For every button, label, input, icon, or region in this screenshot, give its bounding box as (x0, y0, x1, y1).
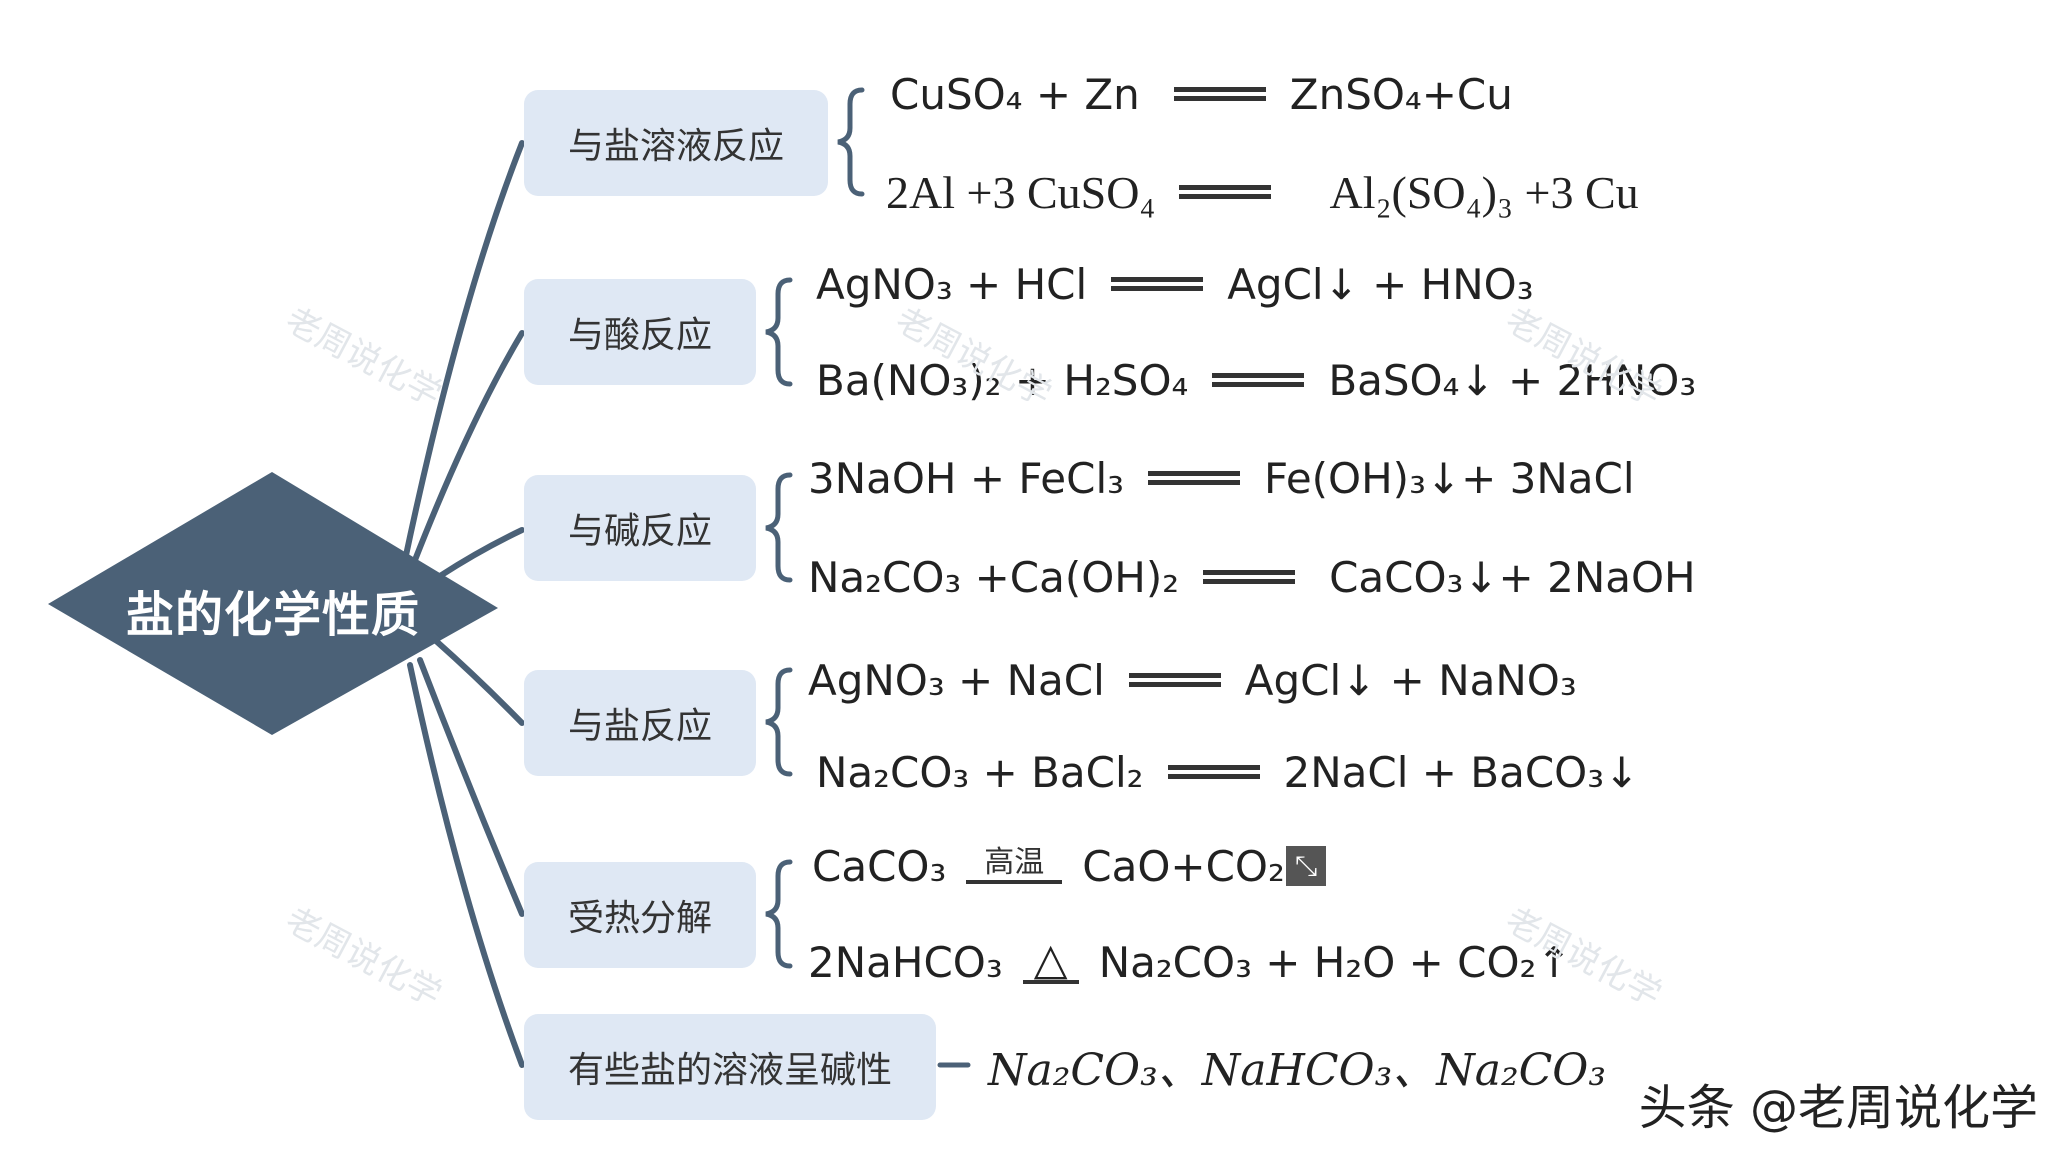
expand-icon[interactable]: ⤡ (1286, 846, 1327, 886)
category-base: 与碱反应 (524, 475, 756, 581)
equation-9: CaCO₃ 高温 CaO+CO₂↑ ⤡ (812, 834, 1327, 898)
equation-reactants: 2Al +3 CuSO₄ (886, 166, 1156, 218)
equation-reactants: CuSO₄ + Zn (890, 69, 1140, 119)
category-label: 与碱反应 (567, 511, 712, 552)
center-title: 盐的化学性质 (125, 587, 420, 643)
equation-7: AgNO₃ + NaCl AgCl↓ + NaNO₃ (808, 648, 1577, 712)
equation-4: Ba(NO₃)₂ + H₂SO₄ BaSO₄↓ + 2HNO₃ (816, 348, 1696, 412)
equation-reactants: AgNO₃ + HCl (816, 259, 1088, 309)
connector-2 (412, 330, 525, 563)
equation-products: BaSO₄↓ + 2HNO₃ (1328, 355, 1697, 405)
equation-products: Fe(OH)₃↓+ 3NaCl (1263, 453, 1635, 503)
equation-5: 3NaOH + FeCl₃ Fe(OH)₃↓+ 3NaCl (808, 446, 1635, 510)
equation-reactants: CaCO₃ (812, 841, 947, 891)
connector-5 (417, 657, 525, 917)
equation-6: Na₂CO₃ +Ca(OH)₂ CaCO₃↓+ 2NaOH (808, 545, 1696, 609)
equation-reactants: 3NaOH + FeCl₃ (808, 453, 1124, 503)
connector-1 (402, 140, 525, 563)
equation-products: CaCO₃↓+ 2NaOH (1329, 552, 1696, 602)
equals-sign (1203, 570, 1296, 584)
brace-1 (837, 87, 865, 197)
equation-reactants: Na₂CO₃ +Ca(OH)₂ (808, 552, 1180, 602)
equation-reactants: AgNO₃ + NaCl (808, 655, 1105, 705)
equation-reactants: Na₂CO₃ + BaCl₂ (816, 747, 1144, 797)
brace-3 (765, 472, 793, 583)
brace-5 (765, 859, 793, 969)
category-decomposition: 受热分解 (524, 862, 756, 968)
equation-2: 2Al +3 CuSO₄ Al₂(SO₄)₃ +3 Cu (886, 160, 1639, 224)
footer-attribution: 头条 @老周说化学 (1638, 1080, 2038, 1136)
equals-sign (1212, 373, 1305, 387)
equation-products: AgCl↓ + NaNO₃ (1244, 655, 1577, 705)
condition-line (966, 880, 1063, 884)
category-label: 有些盐的溶液呈碱性 (567, 1050, 892, 1091)
equation-8: Na₂CO₃ + BaCl₂ 2NaCl + BaCO₃↓ (816, 740, 1639, 804)
connector-3 (437, 527, 525, 579)
equals-sign (1167, 765, 1260, 779)
equation-products: Na₂CO₃ + H₂O + CO₂↑ (1098, 937, 1572, 987)
category-basic-solution: 有些盐的溶液呈碱性 (524, 1014, 936, 1120)
equation-products: Al₂(SO₄)₃ +3 Cu (1329, 166, 1639, 218)
equation-products: AgCl↓ + HNO₃ (1227, 259, 1534, 309)
condition-high-temperature: 高温 (966, 845, 1063, 884)
equals-sign (1111, 277, 1204, 291)
equation-products: ZnSO₄+Cu (1289, 69, 1513, 119)
basic-salts-list: Na₂CO₃、NaHCO₃、Na₂CO₃ (988, 1045, 1606, 1096)
equals-sign (1173, 87, 1266, 101)
condition-line (1022, 980, 1079, 984)
category-salt: 与盐反应 (524, 670, 756, 776)
brace-2 (765, 277, 793, 387)
brace-4 (765, 667, 793, 777)
equation-products: CaO+CO₂↑ (1082, 841, 1321, 891)
center-diamond (48, 472, 498, 735)
equation-10: 2NaHCO₃ △ Na₂CO₃ + H₂O + CO₂↑ (808, 930, 1572, 994)
category-label: 与酸反应 (567, 315, 712, 356)
equals-sign (1179, 185, 1272, 199)
condition-heating: △ (1022, 934, 1079, 985)
category-label: 与盐溶液反应 (567, 126, 784, 167)
equals-sign (1147, 471, 1240, 485)
equation-3: AgNO₃ + HCl AgCl↓ + HNO₃ (816, 252, 1534, 316)
heating-triangle-icon: △ (1033, 934, 1068, 985)
equation-products: 2NaCl + BaCO₃↓ (1283, 747, 1640, 797)
category-label: 与盐反应 (567, 706, 712, 747)
connector-6 (407, 662, 525, 1068)
category-label: 受热分解 (567, 898, 712, 939)
equation-reactants: Ba(NO₃)₂ + H₂SO₄ (816, 355, 1189, 405)
equation-1: CuSO₄ + Zn ZnSO₄+Cu (890, 62, 1513, 126)
category-salt-solution: 与盐溶液反应 (524, 90, 828, 196)
connector-4 (432, 637, 525, 726)
equation-reactants: 2NaHCO₃ (808, 937, 1003, 987)
condition-text: 高温 (984, 845, 1045, 880)
category-acid: 与酸反应 (524, 279, 756, 385)
equals-sign (1128, 673, 1221, 687)
